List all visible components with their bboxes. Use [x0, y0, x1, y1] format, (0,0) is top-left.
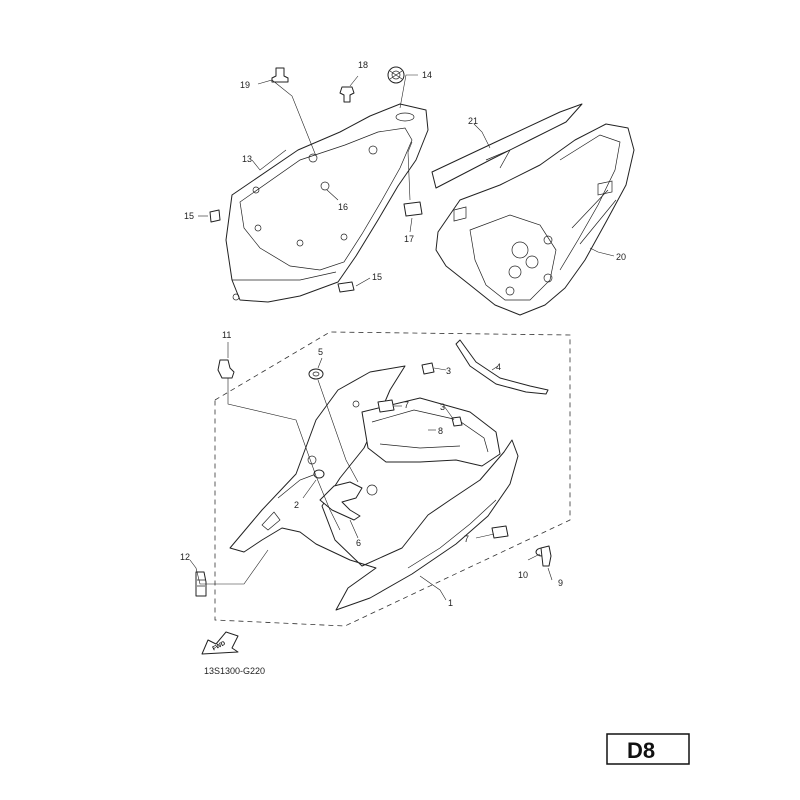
decal-21	[431, 103, 583, 189]
callout-10: 10	[518, 570, 528, 580]
clip-3-b	[451, 416, 463, 427]
callout-12: 12	[180, 552, 190, 562]
callout-16: 16	[338, 202, 348, 212]
callout-15-bottom: 15	[372, 272, 382, 282]
grommet-5	[308, 368, 324, 380]
callout-20: 20	[616, 252, 626, 262]
fastener-18	[339, 86, 355, 103]
callout-7-b: 7	[464, 534, 469, 544]
callout-18: 18	[358, 60, 368, 70]
fastener-19	[271, 67, 289, 83]
callout-17: 17	[404, 234, 414, 244]
bolt-11	[217, 359, 235, 379]
callout-6: 6	[356, 538, 361, 548]
damper-7-a	[377, 399, 395, 413]
page-badge: D8	[606, 733, 690, 765]
seat-cowl-frame	[225, 103, 429, 303]
callout-13: 13	[242, 154, 252, 164]
callout-4: 4	[496, 362, 501, 372]
callout-15-top: 15	[184, 211, 194, 221]
callout-3-a: 3	[446, 366, 451, 376]
fwd-arrow-icon: FWD	[201, 631, 239, 655]
damper-15-top	[209, 209, 221, 223]
page-badge-label: D8	[627, 738, 655, 763]
callout-9: 9	[558, 578, 563, 588]
callout-21: 21	[468, 116, 478, 126]
callout-3-b: 3	[440, 402, 445, 412]
bolt-9	[540, 545, 552, 567]
callout-14: 14	[422, 70, 432, 80]
cap-14	[387, 66, 405, 84]
bracket-6	[319, 481, 363, 521]
assembly-boundary	[214, 331, 571, 627]
callout-7-a: 7	[404, 400, 409, 410]
clip-3-a	[421, 362, 435, 375]
callout-11: 11	[222, 330, 231, 340]
callout-19: 19	[240, 80, 250, 90]
trim-strip-4	[455, 339, 549, 395]
leader-lines	[189, 74, 615, 601]
damper-17	[403, 201, 423, 217]
callout-1: 1	[448, 598, 453, 608]
callout-5: 5	[318, 347, 323, 357]
grommet-2	[313, 469, 325, 479]
callout-8: 8	[438, 426, 443, 436]
damper-7-b	[491, 525, 509, 539]
tail-cover-20	[435, 123, 635, 316]
callout-2: 2	[294, 500, 299, 510]
damper-15-bottom	[337, 281, 355, 293]
callout-labels: 19 18 14 13 15 16 17 15 21 20 11 5 3 4 7…	[180, 60, 626, 608]
side-cover-1	[229, 365, 519, 611]
diagram-code: 13S1300-G220	[204, 666, 265, 676]
